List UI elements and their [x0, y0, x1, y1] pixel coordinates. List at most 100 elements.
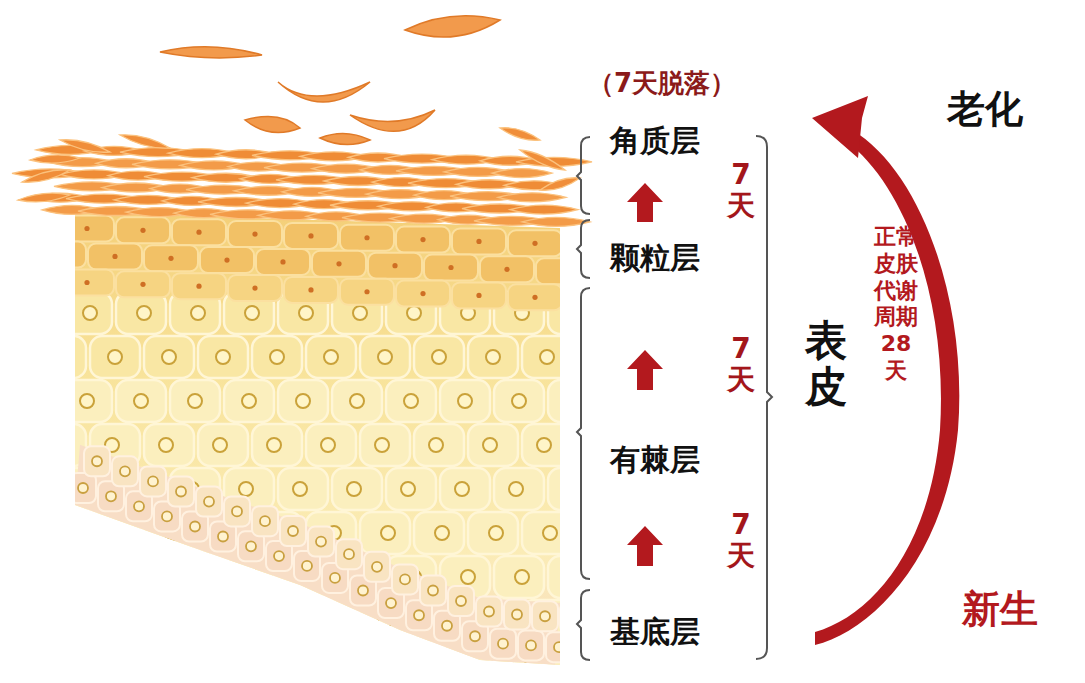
cell-nucleus	[566, 394, 580, 408]
cell-nucleus	[92, 456, 102, 466]
cell-nucleus	[288, 526, 298, 536]
cell-nucleus	[242, 658, 256, 672]
cell-nucleus	[591, 438, 605, 452]
granular-cell	[228, 221, 282, 247]
cell-nucleus	[54, 614, 68, 628]
spinous-cell	[198, 336, 248, 378]
spinous-cell	[440, 468, 490, 510]
granular-cell	[60, 216, 114, 242]
cell-nucleus	[486, 350, 500, 364]
cell-nucleus	[386, 598, 396, 608]
granule	[56, 252, 61, 257]
spinous-cell	[522, 336, 572, 378]
layer-brackets	[577, 136, 772, 660]
spinous-cell	[360, 336, 410, 378]
basal-cell	[196, 487, 222, 517]
spinous-cell	[198, 600, 248, 642]
granule	[336, 261, 341, 266]
cell-nucleus	[246, 541, 256, 551]
column-label: 表皮	[805, 318, 847, 410]
cell-nucleus	[51, 438, 65, 452]
flake	[405, 16, 500, 37]
granular-cell	[508, 230, 562, 256]
flake	[350, 110, 435, 131]
spinous-cell	[522, 512, 572, 554]
cell-nucleus	[162, 614, 176, 628]
cell-nucleus	[83, 306, 97, 320]
basal-cell	[308, 527, 334, 557]
basal-cell	[252, 506, 278, 536]
cell-nucleus	[344, 549, 354, 559]
granular-cell	[284, 277, 338, 303]
keratin-flake	[18, 193, 70, 202]
cell-nucleus	[461, 570, 475, 584]
granular-cell	[228, 275, 282, 301]
spinous-cell	[90, 336, 140, 378]
spinous-cell	[278, 468, 328, 510]
cell-nucleus	[563, 482, 577, 496]
granule	[532, 295, 537, 300]
spinous-cell	[360, 512, 410, 554]
cell-nucleus	[245, 570, 259, 584]
basal-cell	[574, 633, 600, 663]
cell-nucleus	[188, 658, 202, 672]
cell-nucleus	[358, 586, 368, 596]
keratin-flake	[30, 155, 80, 163]
basal-cell	[560, 603, 586, 633]
cell-nucleus	[324, 350, 338, 364]
spinous-cell	[90, 600, 140, 642]
cell-nucleus	[435, 526, 449, 540]
up-arrow	[627, 350, 663, 390]
cell-nucleus	[484, 607, 494, 617]
granule	[420, 291, 425, 296]
spinous-cell	[468, 336, 518, 378]
granular-cell	[284, 223, 338, 249]
spinous-cell	[576, 512, 626, 554]
basal-cell	[168, 476, 194, 506]
granular-cell	[312, 251, 366, 277]
spinous-cell	[36, 512, 86, 554]
spinous-cell	[252, 336, 302, 378]
flake	[245, 116, 300, 132]
spinous-cell	[548, 380, 598, 422]
cell-nucleus	[455, 482, 469, 496]
granule	[308, 233, 313, 238]
basal-cell	[420, 576, 446, 606]
granule	[140, 282, 145, 287]
basal-cell	[504, 600, 530, 630]
layer-label: 颗粒层	[610, 238, 700, 279]
keratin-flake	[498, 193, 566, 202]
epidermis-tissue	[12, 128, 626, 683]
bracket	[577, 220, 590, 278]
cell-nucleus	[540, 350, 554, 364]
basal-cell	[392, 564, 418, 594]
spinous-cell	[62, 644, 112, 683]
cell-nucleus	[540, 611, 550, 621]
spinous-cell	[252, 424, 302, 466]
basal-cell	[280, 516, 306, 546]
keratin-flake	[522, 217, 590, 226]
basal-cell	[518, 630, 544, 660]
cell-nucleus	[293, 482, 307, 496]
cell-nucleus	[245, 306, 259, 320]
basal-cell	[448, 586, 474, 616]
cell-nucleus	[347, 482, 361, 496]
spinous-cell	[440, 380, 490, 422]
spinous-cell	[576, 336, 626, 378]
cell-nucleus	[111, 526, 125, 540]
keratin-flake	[500, 128, 540, 141]
cell-layer	[32, 216, 626, 683]
cell-nucleus	[597, 526, 611, 540]
granular-cell	[564, 286, 618, 312]
granule	[448, 265, 453, 270]
basal-cell	[546, 632, 572, 662]
spinous-cell	[386, 468, 436, 510]
cell-nucleus	[526, 640, 536, 650]
granular-cell	[60, 270, 114, 296]
granular-cell	[340, 225, 394, 251]
cell-nucleus	[191, 306, 205, 320]
layer-label: 角质层	[610, 121, 700, 162]
keratin-flake	[520, 150, 565, 170]
cell-nucleus	[134, 658, 148, 672]
cell-nucleus	[456, 596, 466, 606]
